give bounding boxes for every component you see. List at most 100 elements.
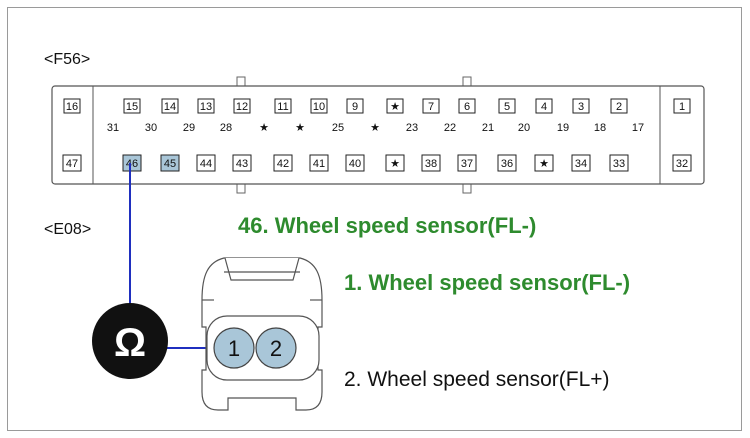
pin-label: 21 (482, 122, 494, 134)
connector-f56-label: <F56> (44, 51, 90, 68)
pin-box (346, 98, 364, 114)
pin-label: ★ (370, 122, 380, 134)
f56-body (51, 85, 705, 185)
figure-frame (7, 7, 742, 431)
connector-pin: 22 (444, 122, 456, 134)
pin-label: 43 (236, 158, 248, 170)
connector-pin: 30 (145, 122, 157, 134)
pin-label: 6 (464, 101, 470, 113)
pin-label: 29 (183, 122, 195, 134)
e08-lock (224, 257, 300, 281)
connector-pin: ★ (386, 98, 404, 114)
connector-pin: 18 (594, 122, 606, 134)
connector-pin: 45 (160, 154, 180, 172)
connector-pin: 5 (498, 98, 516, 114)
pin-label: ★ (259, 122, 269, 134)
pin-label: 47 (66, 158, 78, 170)
connector-pin: 13 (197, 98, 215, 114)
pin-box (421, 154, 441, 172)
pin-box (232, 154, 252, 172)
pin-label: ★ (390, 158, 400, 170)
connector-pin: 41 (309, 154, 329, 172)
connector-pin: 46 (122, 154, 142, 172)
pin-label: 3 (578, 101, 584, 113)
pin-label: 37 (461, 158, 473, 170)
connector-pin: 1 (673, 98, 691, 114)
connector-pin: 38 (421, 154, 441, 172)
pin-box (63, 98, 81, 114)
pin-label: 1 (679, 101, 685, 113)
pin-label: 7 (428, 101, 434, 113)
pin-box (197, 98, 215, 114)
connector-pin: 20 (518, 122, 530, 134)
pin-label: 38 (425, 158, 437, 170)
pin-label: 34 (575, 158, 587, 170)
connector-pin: 23 (406, 122, 418, 134)
pin-box (497, 154, 517, 172)
pin-label: ★ (295, 122, 305, 134)
connector-pin: ★ (295, 122, 305, 134)
connector-pin: 6 (458, 98, 476, 114)
pin-label: 30 (145, 122, 157, 134)
connector-pin: 31 (107, 122, 119, 134)
pin-label: 41 (313, 158, 325, 170)
pin-label: 2 (616, 101, 622, 113)
connector-e08-label: <E08> (44, 221, 91, 238)
ohmmeter: Ω (92, 303, 168, 379)
pin-label: 36 (501, 158, 513, 170)
pin-label: 12 (236, 101, 248, 113)
pin-label: 33 (613, 158, 625, 170)
pin-box (672, 154, 692, 172)
pin-label: 45 (164, 158, 176, 170)
pin-box (161, 98, 179, 114)
pin-box (458, 98, 476, 114)
pin-label: 16 (66, 101, 78, 113)
connector-pin: 11 (274, 98, 292, 114)
pin-label: 22 (444, 122, 456, 134)
pin-box (457, 154, 477, 172)
pin-label: 18 (594, 122, 606, 134)
pin-label: 23 (406, 122, 418, 134)
pin-label: ★ (390, 101, 400, 113)
pin-label: ★ (539, 158, 549, 170)
connector-pin: 25 (332, 122, 344, 134)
connector-pin: 9 (346, 98, 364, 114)
pin-label: 31 (107, 122, 119, 134)
e08-pin-label: 1 (228, 336, 240, 361)
connector-pin: 12 (233, 98, 251, 114)
connector-pin: 47 (62, 154, 82, 172)
pin-box (310, 98, 328, 114)
pin-label: 4 (541, 101, 547, 113)
ohm-symbol: Ω (114, 321, 146, 365)
e08-pin-1: 1 (213, 327, 255, 369)
connector-pin: 34 (571, 154, 591, 172)
pin-box (123, 98, 141, 114)
pin-box (160, 154, 180, 172)
pin-box (122, 154, 142, 172)
pin-label: 9 (352, 101, 358, 113)
e08-pin-circle (255, 327, 297, 369)
connector-pin: 2 (610, 98, 628, 114)
connector-pin: 28 (220, 122, 232, 134)
e08-pin-label: 2 (270, 336, 282, 361)
connector-pin: 42 (273, 154, 293, 172)
connector-pin: ★ (259, 122, 269, 134)
connector-pin: 37 (457, 154, 477, 172)
pin-box (572, 98, 590, 114)
pin-label: 15 (126, 101, 138, 113)
connector-pin: 15 (123, 98, 141, 114)
connector-pin: 17 (632, 122, 644, 134)
annotation-top-pin: 46. Wheel speed sensor(FL-) (238, 213, 536, 238)
pin-label: 13 (200, 101, 212, 113)
connector-pin: 43 (232, 154, 252, 172)
connector-pin: 29 (183, 122, 195, 134)
connector-pin: 10 (310, 98, 328, 114)
pin-box (534, 154, 554, 172)
annotation-pin1: 1. Wheel speed sensor(FL-) (344, 270, 630, 295)
e08-pin-2: 2 (255, 327, 297, 369)
pin-box (233, 98, 251, 114)
pin-label: 11 (277, 101, 288, 113)
